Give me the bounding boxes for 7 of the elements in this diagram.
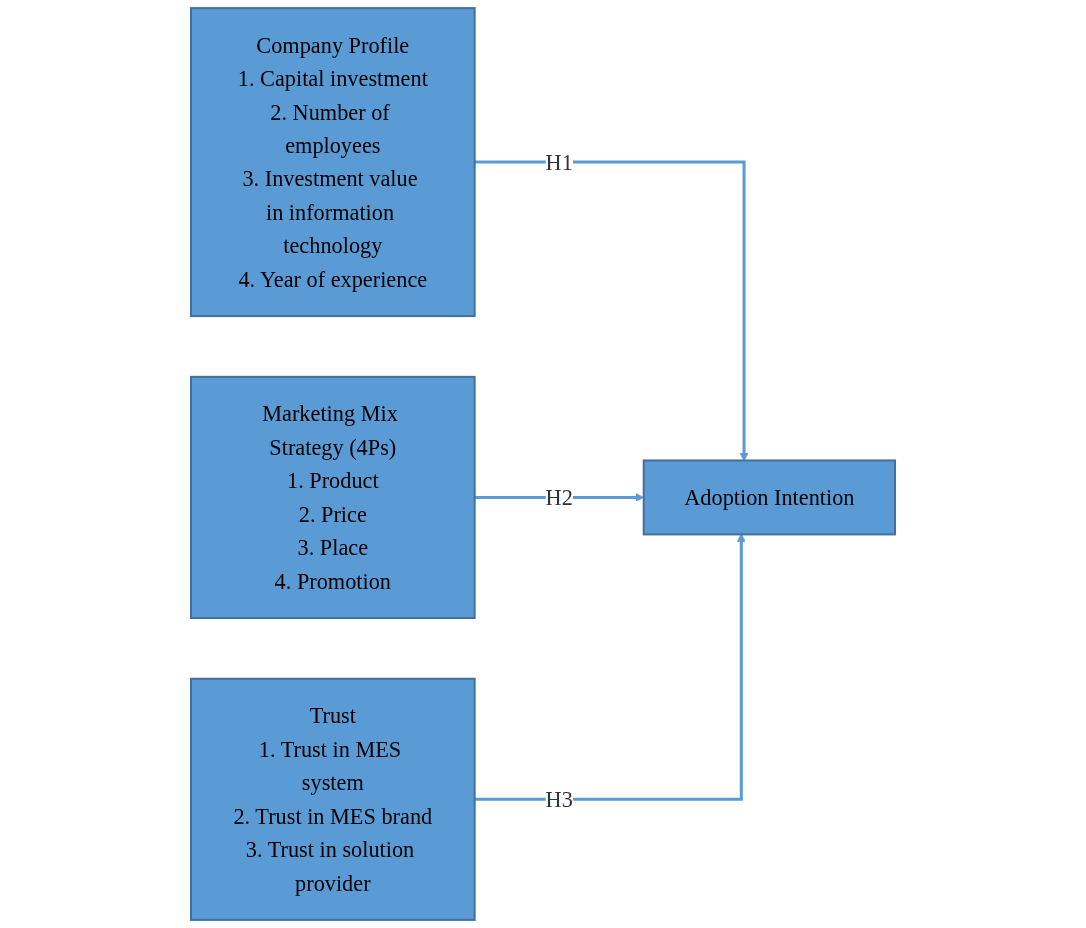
node-box: Adoption Intention: [642, 459, 897, 536]
edge-label: H1: [545, 149, 573, 175]
node-box: Marketing Mix Strategy (4Ps) 1. Product 2. Price 3. Place 4. Promotion: [189, 375, 476, 619]
edge-label: H3: [545, 786, 573, 812]
edge-label: H2: [545, 484, 573, 511]
node-box: Company Profile 1. Capital investment 2. Number of employees 3. Investment value in information technology 4. Year of experience: [189, 7, 476, 318]
node-box: Trust 1. Trust in MES system 2. Trust in MES brand 3. Trust in solution provider: [189, 677, 476, 921]
